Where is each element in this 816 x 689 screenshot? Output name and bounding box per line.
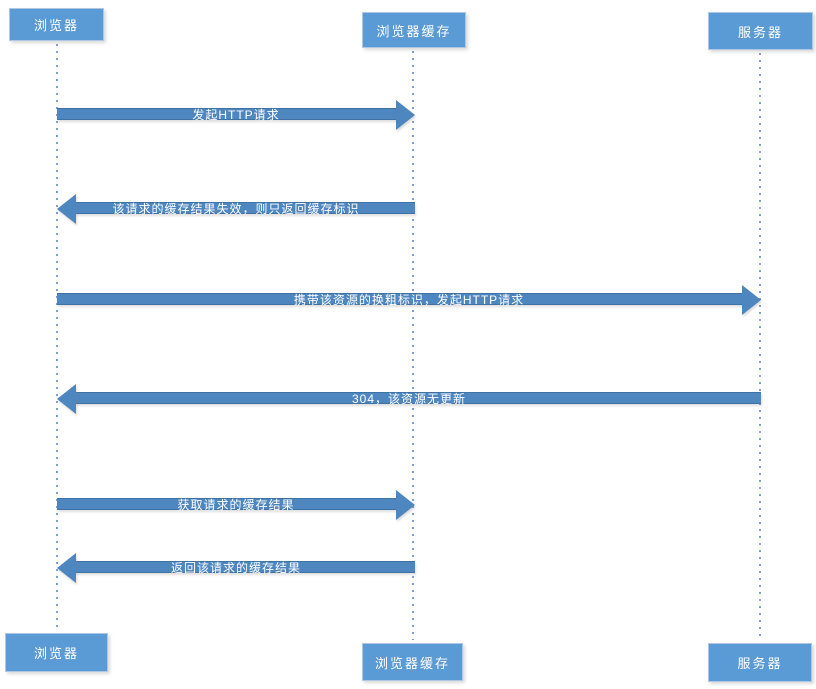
actor-server-bottom: 服务器: [708, 643, 812, 682]
message-label: 该请求的缓存结果失效，则只返回缓存标识: [112, 202, 360, 216]
message-arrow-return-cached-result: 返回该请求的缓存结果: [57, 553, 415, 583]
lifeline-server: [759, 53, 761, 640]
actor-browser-top: 浏览器: [9, 8, 104, 41]
arrow-head-right-icon: [396, 490, 415, 520]
arrow-head-left-icon: [57, 384, 76, 414]
arrow-body: [75, 202, 415, 214]
message-arrow-http-request-with-tag: 携带该资源的换粗标识，发起HTTP请求: [57, 285, 761, 315]
message-arrow-get-cached-result: 获取请求的缓存结果: [57, 490, 415, 520]
actor-label: 浏览器: [33, 646, 79, 661]
message-label: 发起HTTP请求: [192, 108, 280, 122]
message-label: 304，该资源无更新: [351, 392, 467, 406]
message-arrow-http-request: 发起HTTP请求: [57, 100, 415, 130]
lifeline-browser-cache: [412, 51, 414, 640]
actor-label: 浏览器缓存: [376, 23, 452, 39]
arrow-head-left-icon: [57, 194, 76, 224]
message-arrow-cache-invalid: 该请求的缓存结果失效，则只返回缓存标识: [57, 194, 415, 224]
lifeline-browser: [56, 44, 58, 630]
actor-browser-cache-bottom: 浏览器缓存: [362, 643, 463, 681]
actor-label: 服务器: [737, 24, 783, 40]
actor-server-top: 服务器: [708, 12, 813, 50]
arrow-head-right-icon: [396, 100, 415, 130]
actor-label: 浏览器缓存: [374, 655, 450, 671]
arrow-body: [57, 498, 397, 510]
message-arrow-304-not-modified: 304，该资源无更新: [57, 384, 761, 414]
arrow-head-right-icon: [742, 285, 761, 315]
arrow-body: [57, 293, 743, 305]
message-label: 获取请求的缓存结果: [177, 498, 295, 512]
arrow-body: [75, 561, 415, 573]
message-label: 返回该请求的缓存结果: [170, 561, 301, 575]
message-label: 携带该资源的换粗标识，发起HTTP请求: [293, 293, 525, 307]
actor-label: 浏览器: [33, 18, 79, 33]
arrow-head-left-icon: [57, 553, 76, 583]
arrow-body: [75, 392, 761, 404]
actor-label: 服务器: [737, 656, 783, 671]
actor-browser-bottom: 浏览器: [5, 633, 108, 672]
arrow-body: [57, 108, 397, 120]
actor-browser-cache-top: 浏览器缓存: [362, 12, 466, 48]
